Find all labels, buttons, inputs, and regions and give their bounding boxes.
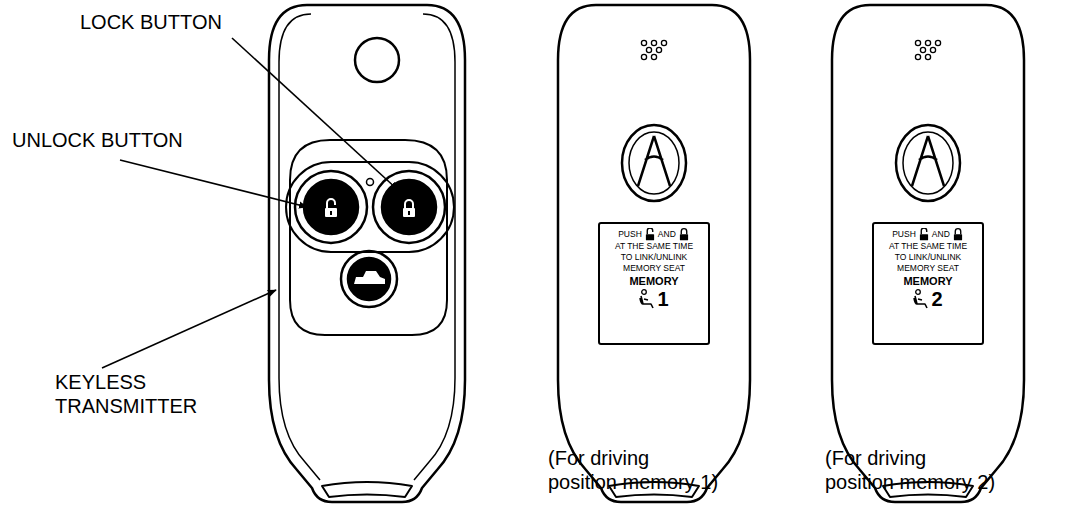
speaker-hole <box>651 40 656 45</box>
memory-label-sticker: PUSH ANDAT THE SAME TIME TO LINK/UNLINK M… <box>872 222 984 345</box>
lock-icon <box>678 228 690 241</box>
sticker-text: PUSH <box>618 229 642 240</box>
speaker-hole <box>646 47 651 52</box>
speaker-hole <box>661 40 666 45</box>
lock-icon <box>644 228 656 241</box>
speaker-hole <box>915 40 920 45</box>
sticker-text: PUSH <box>892 229 916 240</box>
sticker-text: AT THE SAME TIME TO LINK/UNLINK MEMORY S… <box>611 241 697 274</box>
memory-number: 1 <box>657 288 668 310</box>
sticker-text: AT THE SAME TIME TO LINK/UNLINK MEMORY S… <box>885 241 971 274</box>
callout-label: KEYLESS TRANSMITTER <box>55 370 205 418</box>
sticker-text: AND <box>658 229 676 240</box>
speaker-hole <box>930 47 935 52</box>
lock-icon <box>918 228 930 241</box>
speaker-hole <box>925 54 930 59</box>
sticker-heading: MEMORY <box>903 275 952 288</box>
caption-label: (For driving position memory 2) <box>825 446 998 494</box>
seat-icon <box>913 289 929 309</box>
lock-icon <box>952 228 964 241</box>
seat-icon <box>639 289 655 309</box>
callout-label: LOCK BUTTON <box>80 10 280 34</box>
speaker-hole <box>656 47 661 52</box>
speaker-hole <box>920 47 925 52</box>
memory-number: 2 <box>931 288 942 310</box>
memory-label-sticker: PUSH ANDAT THE SAME TIME TO LINK/UNLINK M… <box>598 222 710 345</box>
speaker-hole <box>651 54 656 59</box>
speaker-hole <box>641 54 646 59</box>
sticker-heading: MEMORY <box>629 275 678 288</box>
caption-label: (For driving position memory 1) <box>548 446 721 494</box>
speaker-hole <box>925 40 930 45</box>
speaker-hole <box>935 40 940 45</box>
speaker-hole <box>641 40 646 45</box>
sticker-text: AND <box>932 229 950 240</box>
callout-label: UNLOCK BUTTON <box>12 128 212 152</box>
speaker-hole <box>915 54 920 59</box>
